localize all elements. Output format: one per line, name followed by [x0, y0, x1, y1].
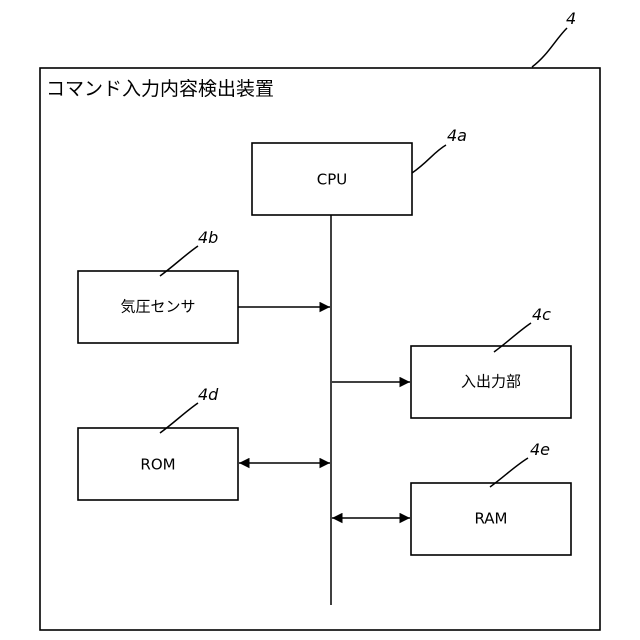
- pressure-sensor-ref: 4b: [198, 228, 218, 247]
- cpu-label: CPU: [317, 171, 348, 189]
- io-unit-label: 入出力部: [461, 373, 521, 391]
- pressure-sensor-label: 気圧センサ: [120, 298, 195, 316]
- cpu-ref: 4a: [447, 126, 467, 145]
- rom-label: ROM: [140, 456, 175, 474]
- device-ref-leader: [532, 28, 567, 67]
- ram-label: RAM: [474, 510, 507, 528]
- device-ref: 4: [566, 9, 576, 28]
- ram-ref: 4e: [530, 440, 550, 459]
- device-title: コマンド入力内容検出装置: [46, 78, 274, 100]
- io-unit-ref: 4c: [532, 305, 551, 324]
- rom-ref: 4d: [198, 385, 219, 404]
